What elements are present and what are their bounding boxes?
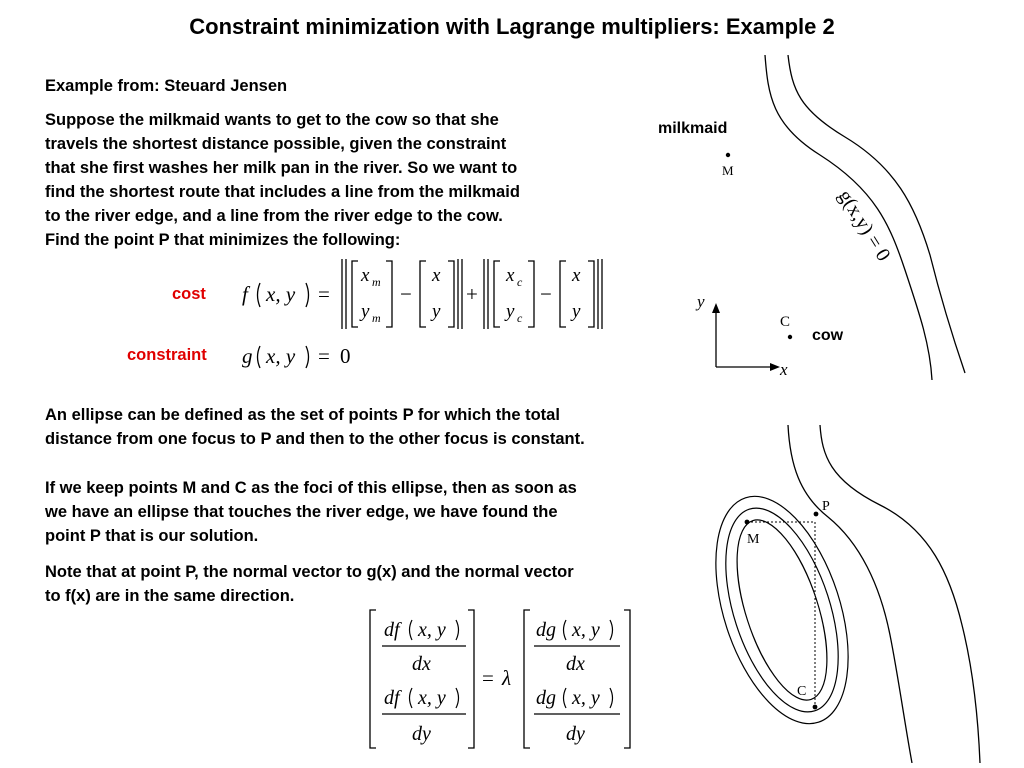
- river-edge-near: [787, 425, 913, 763]
- svg-text:dg: dg: [536, 687, 556, 709]
- x-axis-label: x: [779, 360, 788, 379]
- ellipse-inner: [736, 519, 828, 701]
- svg-text:x: x: [431, 265, 441, 286]
- svg-text:dy: dy: [566, 723, 585, 745]
- ellipse-middle: [725, 507, 839, 713]
- svg-text:=: =: [318, 344, 330, 368]
- cost-label: cost: [172, 285, 206, 303]
- svg-text:f: f: [242, 282, 251, 306]
- m-label: M: [722, 163, 734, 178]
- river-figure-top: milkmaid M g(x,y) = 0 y x C cow: [658, 55, 966, 380]
- svg-text:dx: dx: [412, 653, 431, 675]
- c-point: [812, 704, 818, 710]
- svg-text:dy: dy: [412, 723, 431, 745]
- svg-text:+: +: [466, 282, 478, 306]
- svg-text:y: y: [430, 301, 441, 322]
- svg-text:=: =: [482, 666, 494, 690]
- svg-text:y: y: [504, 301, 515, 322]
- svg-text:x, y: x, y: [417, 687, 446, 709]
- svg-text:df: df: [384, 687, 402, 709]
- text-line: point P that is our solution.: [45, 527, 259, 545]
- constraint-equation: g x, y = 0: [242, 344, 351, 369]
- milkmaid-point: [725, 152, 731, 158]
- gradient-equation: df x, y dx df x, y dy = λ dg x, y dx dg …: [369, 609, 631, 749]
- text-line: that she first washes her milk pan in th…: [45, 159, 518, 177]
- text-line: to f(x) are in the same direction.: [45, 587, 295, 605]
- m-point: [744, 519, 750, 525]
- svg-text:x, y: x, y: [265, 282, 296, 306]
- text-line: find the shortest route that includes a …: [45, 183, 520, 201]
- text-line: distance from one focus to P and then to…: [45, 430, 585, 448]
- intro-paragraph: Suppose the milkmaid wants to get to the…: [45, 108, 705, 252]
- svg-text:dg: dg: [536, 619, 556, 641]
- text-line: to the river edge, and a line from the r…: [45, 207, 503, 225]
- text-line: Find the point P that minimizes the foll…: [45, 231, 401, 249]
- svg-text:−: −: [540, 282, 552, 306]
- cow-point: [787, 334, 793, 340]
- ellipse-paragraph: An ellipse can be defined as the set of …: [45, 403, 715, 451]
- ellipse-outer: [715, 495, 849, 725]
- text-line: Suppose the milkmaid wants to get to the…: [45, 111, 499, 129]
- svg-text:x: x: [360, 265, 370, 286]
- river-label: g(x,y) = 0: [834, 186, 895, 265]
- svg-text:x: x: [571, 265, 581, 286]
- svg-text:x: x: [505, 265, 515, 286]
- m-label: M: [747, 532, 760, 547]
- p-label: P: [822, 499, 830, 514]
- y-axis-label: y: [695, 292, 705, 311]
- cow-label: cow: [812, 327, 844, 344]
- c-label: C: [797, 684, 806, 699]
- y-axis-arrow-icon: [712, 303, 720, 313]
- lambda-symbol: λ: [501, 666, 511, 690]
- ellipse-figure-bottom: M P C: [715, 425, 981, 763]
- normal-paragraph: Note that at point P, the normal vector …: [45, 560, 695, 608]
- milkmaid-label: milkmaid: [658, 120, 727, 137]
- svg-text:g: g: [242, 344, 253, 368]
- river-edge-far: [819, 425, 981, 763]
- svg-text:x, y: x, y: [417, 619, 446, 641]
- svg-text:x, y: x, y: [571, 687, 600, 709]
- text-line: If we keep points M and C as the foci of…: [45, 479, 577, 497]
- svg-text:x, y: x, y: [265, 344, 296, 368]
- constraint-rhs: 0: [340, 344, 351, 368]
- svg-text:df: df: [384, 619, 402, 641]
- svg-text:x, y: x, y: [571, 619, 600, 641]
- p-point: [813, 511, 819, 517]
- svg-text:−: −: [400, 282, 412, 306]
- svg-text:c: c: [517, 275, 523, 289]
- source-credit: Example from: Steuard Jensen: [45, 77, 288, 95]
- x-axis-arrow-icon: [770, 363, 780, 371]
- svg-text:=: =: [318, 282, 330, 306]
- river-edge-far: [787, 55, 966, 374]
- slide-title: Constraint minimization with Lagrange mu…: [189, 14, 835, 39]
- svg-text:m: m: [372, 311, 381, 325]
- constraint-label: constraint: [127, 346, 207, 364]
- text-line: travels the shortest distance possible, …: [45, 135, 507, 153]
- river-edge-near: [764, 55, 933, 380]
- svg-text:y: y: [359, 301, 370, 322]
- text-line: Note that at point P, the normal vector …: [45, 563, 574, 581]
- foci-paragraph: If we keep points M and C as the foci of…: [45, 476, 695, 548]
- text-line: we have an ellipse that touches the rive…: [45, 503, 558, 521]
- svg-text:dx: dx: [566, 653, 585, 675]
- svg-text:m: m: [372, 275, 381, 289]
- c-label: C: [780, 314, 790, 330]
- svg-text:c: c: [517, 311, 523, 325]
- svg-text:y: y: [570, 301, 581, 322]
- text-line: An ellipse can be defined as the set of …: [45, 406, 560, 424]
